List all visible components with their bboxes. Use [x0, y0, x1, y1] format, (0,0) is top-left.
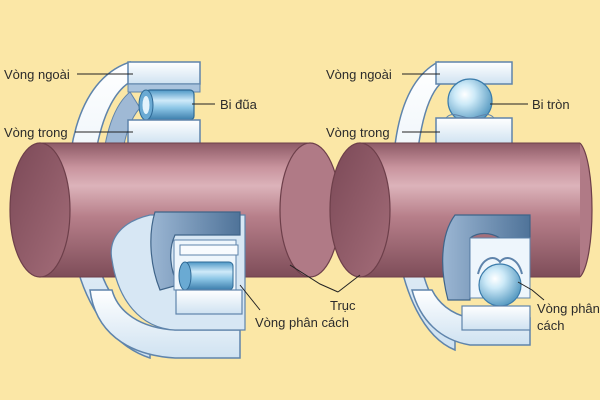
right-cage-front — [477, 257, 523, 275]
label-right-inner-ring: Vòng trong — [326, 125, 390, 140]
ball-element — [447, 78, 493, 124]
right-ball-front — [478, 263, 522, 307]
label-right-outer-ring: Vòng ngoài — [326, 67, 392, 82]
leader-lines — [75, 73, 545, 311]
left-inner-ring-top — [127, 119, 201, 145]
right-outer-ring-front — [411, 289, 531, 346]
label-left-outer-ring: Vòng ngoài — [4, 67, 70, 82]
label-left-inner-ring: Vòng trong — [4, 125, 68, 140]
label-shaft: Trục — [330, 298, 356, 313]
labels: Vòng ngoài Bi đũa Vòng trong Trục Vòng p… — [4, 67, 600, 333]
left-shaft-end — [9, 142, 71, 278]
left-outer-ring-front — [89, 289, 241, 359]
label-right-cage-line1: Vòng phân — [537, 301, 600, 316]
label-left-cage: Vòng phân cách — [255, 315, 349, 330]
right-shaft-end — [329, 142, 391, 278]
label-right-cage-line2: cách — [537, 318, 564, 333]
right-bearing — [329, 60, 593, 352]
label-left-roller: Bi đũa — [220, 97, 258, 112]
left-outer-ring-top — [127, 61, 201, 85]
right-inner-ring-top — [435, 117, 513, 145]
left-bearing — [9, 60, 341, 360]
left-cage-front — [179, 244, 239, 256]
label-right-ball: Bi tròn — [532, 97, 570, 112]
